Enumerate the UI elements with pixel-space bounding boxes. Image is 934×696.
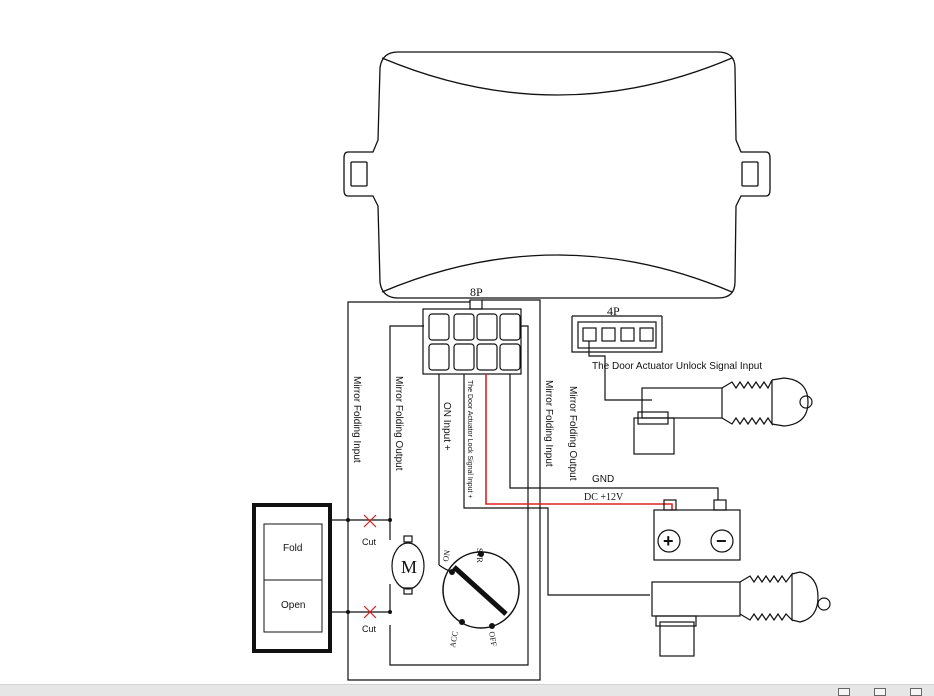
- door-actuator-bottom: [651, 571, 831, 657]
- cut-label-top: Cut: [362, 537, 377, 547]
- motor: [391, 535, 425, 595]
- connector-8p: [422, 299, 522, 375]
- window-icon[interactable]: [838, 688, 850, 696]
- cut-label-bottom: Cut: [362, 624, 377, 634]
- positive-wire: [485, 374, 673, 510]
- label-mirror-folding-input-left: Mirror Folding Input: [351, 376, 362, 463]
- battery: [653, 499, 741, 561]
- ignition-on-label: ON: [441, 549, 452, 562]
- door-actuator-top: [633, 377, 813, 455]
- fold-label: Fold: [283, 543, 302, 554]
- connector-4p: [571, 315, 663, 353]
- open-label: Open: [281, 600, 305, 611]
- label-mirror-folding-output-right: Mirror Folding Output: [567, 386, 578, 481]
- label-gnd: GND: [592, 474, 614, 485]
- mirror-switch: [252, 503, 332, 653]
- wires: [330, 299, 719, 681]
- label-on-input: ON Input +: [441, 402, 452, 451]
- ignition-acc-label: ACC: [448, 631, 460, 649]
- ignition-str-label: STR: [475, 548, 484, 563]
- label-mirror-folding-input-right: Mirror Folding Input: [543, 380, 554, 467]
- battery-plus: +: [663, 531, 674, 551]
- label-dc-12v: DC +12V: [584, 492, 624, 503]
- status-bar: [0, 684, 934, 696]
- control-module: [343, 51, 771, 299]
- list-icon[interactable]: [910, 688, 922, 696]
- list-icon[interactable]: [874, 688, 886, 696]
- ignition-off-label: OFF: [487, 631, 499, 648]
- connector-8p-label: 8P: [470, 285, 483, 299]
- connector-4p-label: 4P: [607, 304, 620, 318]
- battery-minus: −: [716, 531, 727, 551]
- label-mirror-folding-output-left: Mirror Folding Output: [393, 376, 404, 471]
- motor-label: M: [401, 557, 417, 577]
- label-unlock-signal-input: The Door Actuator Unlock Signal Input: [592, 361, 762, 372]
- label-lock-signal-input: The Door Actuator Lock Signal Input +: [466, 380, 473, 499]
- ignition-switch: [438, 551, 520, 629]
- cut-marks: [363, 514, 377, 619]
